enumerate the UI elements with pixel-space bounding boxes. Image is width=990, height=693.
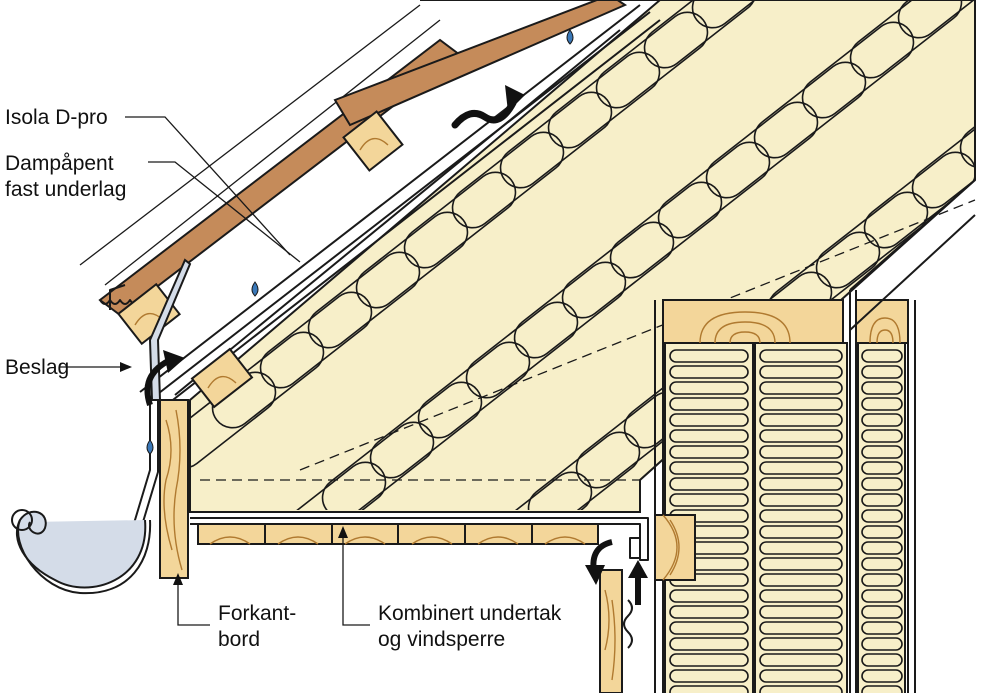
leader-lines xyxy=(60,116,370,626)
label-underlag-line1: Dampåpent xyxy=(5,152,114,175)
water-drop-icon xyxy=(146,29,574,455)
wall-lower-timbers xyxy=(599,514,696,693)
airflow-arrow-icon xyxy=(144,85,648,605)
gutter-icon xyxy=(11,509,152,595)
label-forkant-line2: bord xyxy=(218,628,260,651)
fascia-board xyxy=(159,399,189,579)
label-isola: Isola D-pro xyxy=(5,106,108,129)
battens xyxy=(116,110,404,409)
label-underlag-line2: fast underlag xyxy=(5,178,126,201)
label-kombinert-line2: og vindsperre xyxy=(378,628,505,651)
labels: Isola D-pro Dampåpent fast underlag Besl… xyxy=(5,106,562,651)
wall-insulation xyxy=(654,290,916,693)
label-kombinert-line1: Kombinert undertak xyxy=(378,602,562,625)
label-beslag: Beslag xyxy=(5,356,69,379)
label-forkant-line1: Forkant- xyxy=(218,602,296,625)
roof-covering xyxy=(79,0,661,411)
soffit-boards xyxy=(190,517,649,561)
wall-top-plate xyxy=(662,299,909,344)
